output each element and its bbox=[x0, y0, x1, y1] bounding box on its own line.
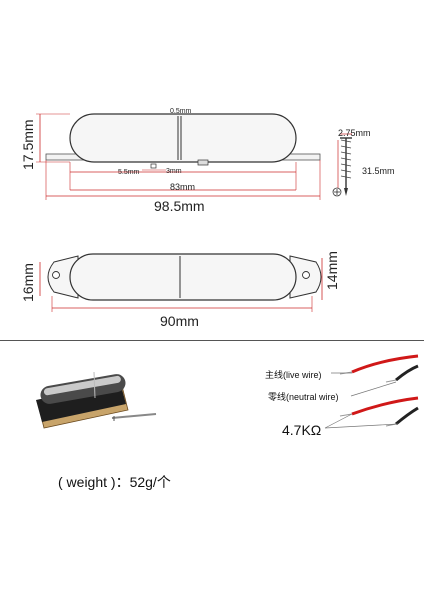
dim-body-length-label: 83mm bbox=[170, 182, 196, 192]
live-wire bbox=[351, 354, 419, 374]
pole-slot bbox=[150, 163, 157, 169]
dim-right-height-label: 14mm bbox=[324, 251, 340, 290]
screw-drawing bbox=[332, 133, 352, 197]
top-view-drawing bbox=[36, 113, 321, 200]
pickup-photo bbox=[36, 371, 157, 429]
dim-gap-label: 0.5mm bbox=[170, 108, 192, 115]
neutral-wire bbox=[395, 364, 419, 382]
dim-pole-spacing-label: 5.5mm bbox=[118, 169, 140, 176]
top-cover bbox=[69, 113, 297, 163]
screw-diameter-label: 2.75mm bbox=[338, 128, 371, 138]
dim-left-height-label: 16mm bbox=[20, 263, 36, 302]
left-mount-hole-icon bbox=[52, 271, 60, 279]
live-wire-label: 主线(live wire) bbox=[265, 370, 322, 380]
weight-text: ( weight )：52g/个 bbox=[58, 474, 171, 490]
dim-slot-label: 3mm bbox=[166, 168, 182, 175]
dim-bottom-length-label: 90mm bbox=[160, 313, 199, 329]
bottom-cover bbox=[69, 253, 297, 301]
right-mount-hole-icon bbox=[302, 271, 310, 279]
bottom-view-drawing bbox=[39, 253, 323, 312]
wire-exit-block bbox=[197, 159, 209, 166]
left-mount-ear bbox=[47, 255, 79, 299]
dim-width-label: 17.5mm bbox=[20, 119, 36, 170]
wiring-drawing bbox=[324, 354, 419, 429]
neutral-wire-label: 零线(neutral wire) bbox=[268, 392, 339, 402]
screw-length-label: 31.5mm bbox=[362, 166, 395, 176]
neutral-wire-2 bbox=[395, 406, 419, 426]
section-divider bbox=[0, 340, 424, 341]
resistance-label: 4.7KΩ bbox=[282, 422, 322, 438]
live-wire-2 bbox=[351, 396, 419, 416]
dim-total-length-label: 98.5mm bbox=[154, 198, 205, 214]
